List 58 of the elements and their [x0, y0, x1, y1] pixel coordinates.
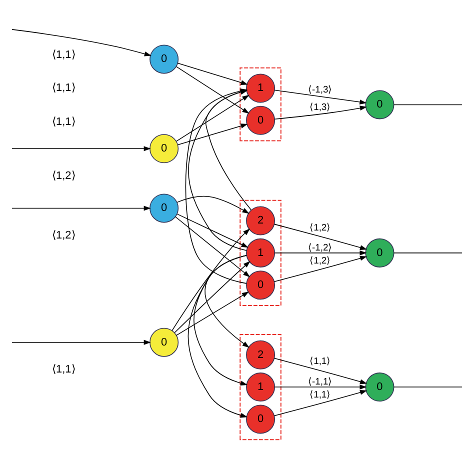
edge-label: ⟨-1,1⟩ [308, 374, 332, 386]
label: ⟨1,2⟩ [52, 229, 76, 242]
arrow [176, 291, 250, 336]
node-circle: 2 [246, 206, 276, 235]
arrow [178, 123, 248, 145]
arrow [274, 357, 368, 384]
arrow [176, 94, 250, 142]
arrow [12, 205, 151, 210]
edge-label: ⟨1,1⟩ [310, 354, 331, 366]
label: ⟨1,1⟩ [52, 115, 76, 128]
label: ⟨1,1⟩ [52, 48, 76, 61]
arrow [174, 260, 250, 333]
arrow [274, 250, 367, 255]
node-circle: 0 [365, 90, 394, 119]
arrow [185, 88, 248, 284]
arrow [274, 255, 368, 282]
arrow [176, 213, 248, 248]
node-circle: 1 [246, 238, 276, 267]
node-circle: 1 [246, 372, 276, 402]
arrow [274, 223, 368, 250]
arrow [174, 216, 250, 277]
node-circle: 0 [150, 134, 179, 163]
arrow [188, 89, 248, 250]
label: ⟨1,2⟩ [52, 169, 76, 182]
arrow [188, 254, 248, 418]
edge-label: ⟨1,3⟩ [310, 100, 331, 112]
connector [394, 386, 462, 387]
edge-label: ⟨1,2⟩ [310, 254, 331, 266]
label: ⟨1,1⟩ [52, 82, 76, 94]
arrow [205, 89, 252, 210]
node-circle: 0 [150, 193, 179, 222]
arrow [12, 28, 152, 56]
edge-label: ⟨1,1⟩ [310, 388, 331, 400]
arrow [177, 62, 248, 84]
arrow [274, 390, 368, 416]
connector [394, 104, 462, 105]
node-circle: 0 [365, 372, 394, 402]
arrow [12, 339, 151, 344]
arrow [274, 89, 367, 104]
arrow [176, 195, 250, 214]
edge-label: ⟨1,2⟩ [310, 221, 331, 232]
connector [394, 252, 462, 253]
arrow [172, 228, 250, 330]
node-circle: 0 [246, 404, 276, 434]
edge-label: ⟨-1,3⟩ [308, 83, 332, 94]
edge-label: ⟨-1,2⟩ [308, 240, 332, 252]
arrow [274, 105, 367, 120]
node-circle: 2 [246, 340, 276, 369]
arrow [274, 384, 367, 390]
label: ⟨1,1⟩ [52, 363, 76, 376]
node-circle: 0 [246, 105, 276, 134]
arrow [12, 146, 151, 151]
node-circle: 0 [150, 44, 179, 74]
node-circle: 1 [246, 73, 276, 102]
arrow [176, 66, 250, 114]
node-circle: 0 [246, 270, 276, 300]
node-circle: 0 [150, 327, 179, 356]
node-circle: 0 [365, 238, 394, 267]
